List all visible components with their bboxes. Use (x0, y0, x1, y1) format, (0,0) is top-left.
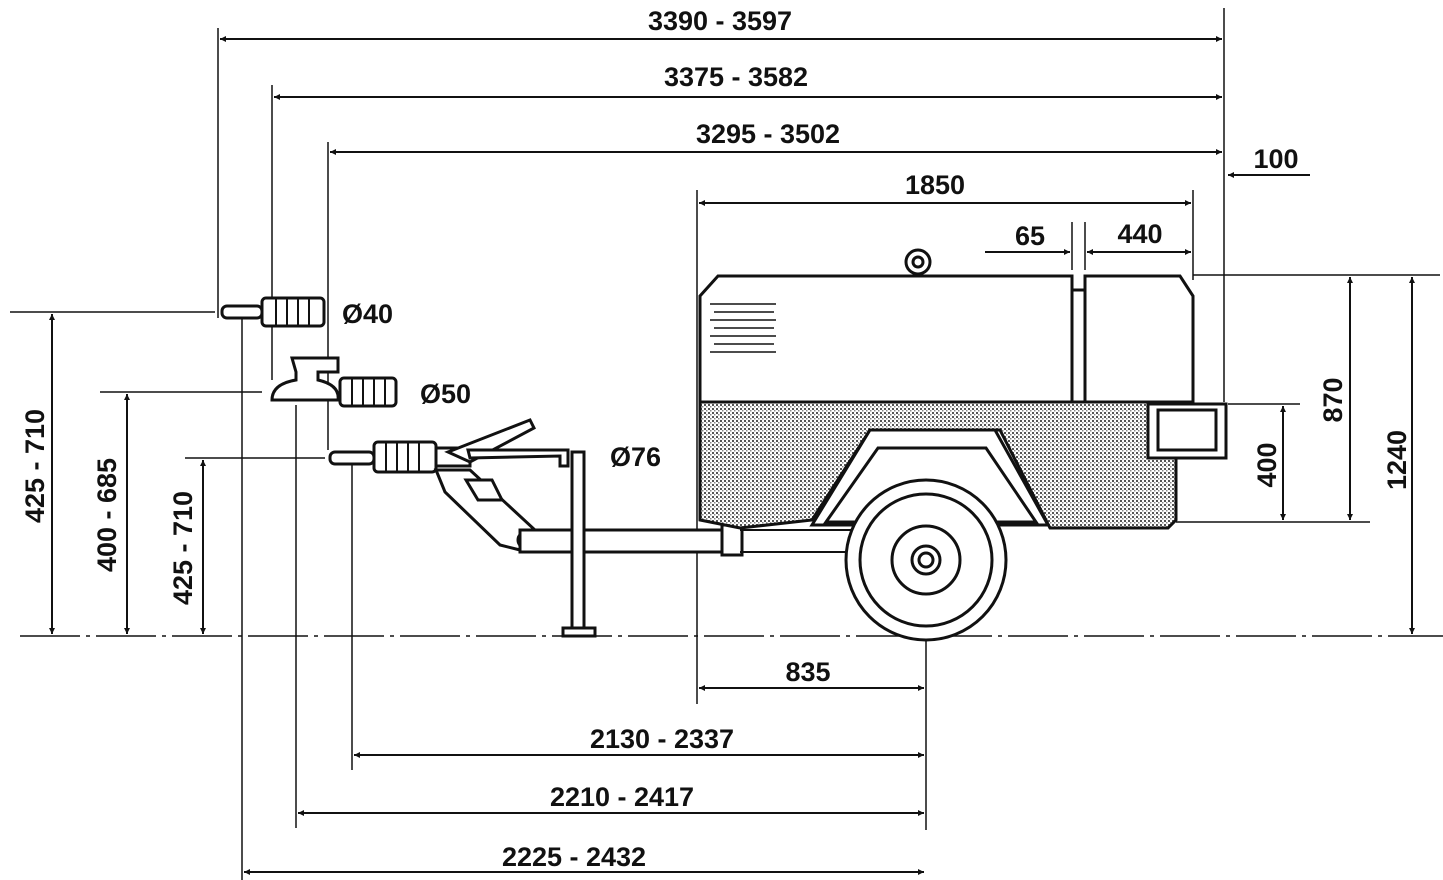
ventilation-grille (710, 303, 776, 353)
dim-overall-2: 3375 - 3582 (664, 62, 808, 92)
label-d76: Ø76 (610, 442, 661, 472)
coupling-50: Ø50 (270, 356, 471, 409)
label-d50: Ø50 (420, 379, 471, 409)
dim-height-total: 1240 (1382, 430, 1412, 490)
right-height-dimensions: 400 870 1240 (1252, 277, 1415, 634)
dim-height-40: 425 - 710 (20, 409, 50, 523)
dim-body-length: 1850 (905, 170, 965, 200)
dim-axle-to-front: 835 (785, 657, 830, 687)
dim-height-76: 425 - 710 (168, 491, 198, 605)
coupling-40: Ø40 (220, 296, 393, 329)
extension-lines (10, 8, 1440, 880)
dim-rear-section: 440 (1117, 219, 1162, 249)
bottom-dimensions: 835 2130 - 2337 2210 - 2417 2225 - 2432 (244, 657, 924, 875)
dim-axle-to-eye-40: 2225 - 2432 (502, 842, 646, 872)
dim-gap: 65 (1015, 221, 1045, 251)
dim-height-50: 400 - 685 (92, 458, 122, 572)
label-d40: Ø40 (342, 299, 393, 329)
top-dimensions: 3390 - 3597 3375 - 3582 3295 - 3502 100 … (220, 6, 1310, 255)
left-height-dimensions: 425 - 710 400 - 685 425 - 710 (20, 314, 206, 634)
dim-height-body: 870 (1318, 377, 1348, 422)
dim-overall-3: 3295 - 3502 (696, 119, 840, 149)
dim-rear-offset: 100 (1253, 144, 1298, 174)
compressor-body (698, 248, 1228, 642)
dim-axle-to-eye-76: 2130 - 2337 (590, 724, 734, 754)
dim-overall-1: 3390 - 3597 (648, 6, 792, 36)
dim-axle-to-eye-50: 2210 - 2417 (550, 782, 694, 812)
coupling-76-drawbar: Ø76 (328, 418, 870, 638)
dim-height-outlet: 400 (1252, 442, 1282, 487)
